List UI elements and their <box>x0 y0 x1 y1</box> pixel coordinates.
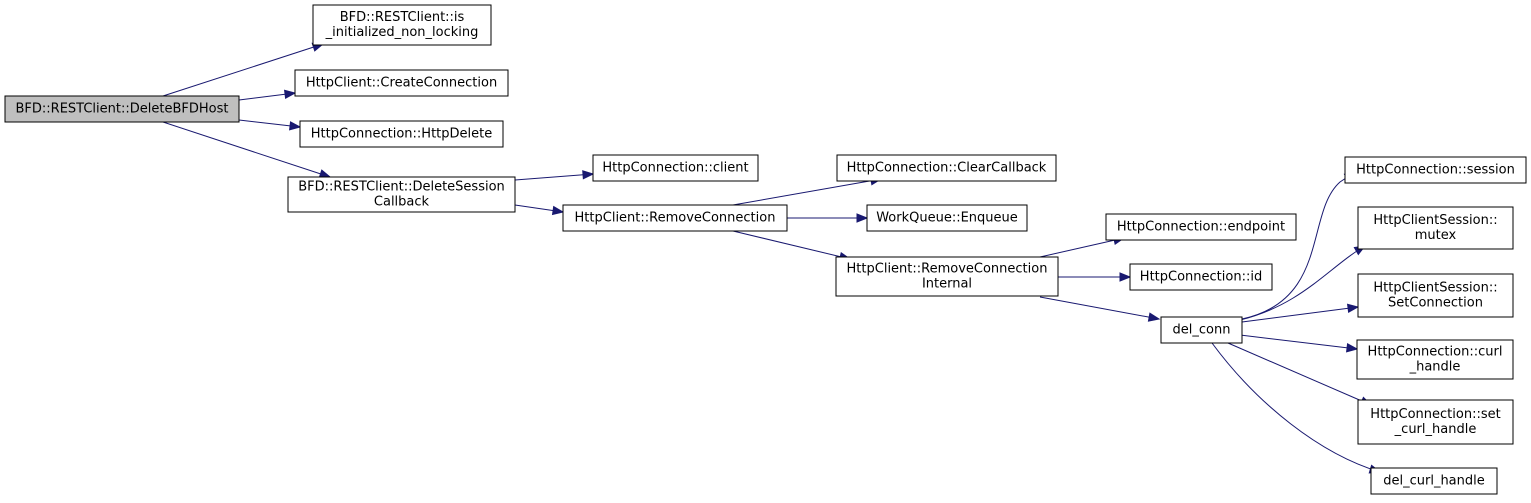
edge-remove_conn_internal-to-endpoint <box>1039 237 1125 258</box>
node-endpoint[interactable]: HttpConnection::endpoint <box>1105 213 1297 241</box>
node-set-curl-handle[interactable]: HttpConnection::set_curl_handle <box>1357 399 1514 445</box>
call-graph-nodes: BFD::RESTClient::DeleteBFDHostBFD::RESTC… <box>4 4 1527 495</box>
node-box <box>1357 206 1514 250</box>
node-mutex[interactable]: HttpClientSession::mutex <box>1357 206 1514 250</box>
node-box <box>1370 467 1498 495</box>
node-box <box>1344 156 1527 184</box>
node-label: HttpConnection::ClearCallback <box>847 161 1047 176</box>
edge-root-to-is_init <box>162 43 324 97</box>
edge-remove_conn-to-remove_conn_internal <box>732 230 851 260</box>
node-box <box>1357 273 1514 318</box>
node-label: HttpClientSession:: <box>1373 281 1497 296</box>
node-label: WorkQueue::Enqueue <box>876 211 1018 226</box>
node-box <box>1105 213 1297 241</box>
node-http-delete[interactable]: HttpConnection::HttpDelete <box>299 120 504 148</box>
node-box <box>294 69 509 97</box>
edge-root-to-del_session_cb <box>162 121 331 178</box>
edge-del_session_cb-to-conn_client <box>514 173 594 181</box>
node-curl-handle[interactable]: HttpConnection::curl_handle <box>1356 339 1514 380</box>
node-enqueue[interactable]: WorkQueue::Enqueue <box>866 204 1028 232</box>
node-remove-conn[interactable]: HttpClient::RemoveConnection <box>562 204 788 232</box>
node-label: HttpConnection::set <box>1370 407 1500 422</box>
arrowhead-conn_client <box>582 170 595 180</box>
edge-del_conn-to-del_curl_handle <box>1211 342 1381 473</box>
node-label: HttpClient::RemoveConnection <box>847 262 1048 277</box>
node-label: _handle <box>1409 360 1461 375</box>
node-label: Callback <box>374 195 430 210</box>
node-box <box>866 204 1028 232</box>
node-label: del_conn <box>1173 323 1231 338</box>
node-box <box>1160 316 1243 344</box>
node-box <box>592 154 759 182</box>
node-box <box>287 176 516 213</box>
arrowhead-del_conn <box>1147 312 1161 322</box>
node-box <box>312 4 492 46</box>
node-label: HttpConnection::client <box>602 161 748 176</box>
node-label: del_curl_handle <box>1383 474 1485 489</box>
arrowhead-curl_handle <box>1346 343 1359 353</box>
edge-remove_conn-to-clear_cb <box>732 178 882 206</box>
node-label: HttpClient::RemoveConnection <box>575 211 776 226</box>
node-set-connection[interactable]: HttpClientSession::SetConnection <box>1357 273 1514 318</box>
edge-del_conn-to-set_connection <box>1241 306 1359 323</box>
edge-del_conn-to-curl_handle <box>1239 334 1358 350</box>
node-box <box>1357 399 1514 445</box>
arrowhead-create_conn <box>283 89 297 100</box>
node-box <box>1356 339 1514 380</box>
node-box <box>835 256 1059 297</box>
node-session[interactable]: HttpConnection::session <box>1344 156 1527 184</box>
arrowhead-remove_conn <box>551 205 565 216</box>
node-label: HttpConnection::id <box>1140 270 1262 285</box>
node-box <box>836 154 1057 182</box>
node-label: HttpConnection::session <box>1356 163 1515 178</box>
node-label: HttpConnection::HttpDelete <box>311 127 492 142</box>
node-conn-client[interactable]: HttpConnection::client <box>592 154 759 182</box>
node-label: HttpClient::CreateConnection <box>306 76 497 91</box>
arrowhead-conn_id <box>1119 272 1132 282</box>
node-label: _curl_handle <box>1394 422 1477 437</box>
node-clear-cb[interactable]: HttpConnection::ClearCallback <box>836 154 1057 182</box>
call-graph-edges <box>162 42 1382 474</box>
node-box <box>4 95 240 123</box>
node-label: HttpClientSession:: <box>1373 213 1497 228</box>
node-label: Internal <box>922 277 972 292</box>
node-label: HttpConnection::curl <box>1368 345 1503 360</box>
node-conn-id[interactable]: HttpConnection::id <box>1129 263 1273 291</box>
node-label: HttpConnection::endpoint <box>1117 220 1285 235</box>
node-box <box>299 120 504 148</box>
edge-remove_conn_internal-to-del_conn <box>1039 296 1160 320</box>
node-del-conn[interactable]: del_conn <box>1160 316 1243 344</box>
arrowhead-enqueue <box>856 213 869 223</box>
node-label: SetConnection <box>1388 296 1483 311</box>
edge-del_conn-to-session <box>1241 171 1356 320</box>
node-create-conn[interactable]: HttpClient::CreateConnection <box>294 69 509 97</box>
arrowhead-http_delete <box>289 121 302 131</box>
node-label: _initialized_non_locking <box>325 25 479 40</box>
node-label: mutex <box>1415 228 1457 243</box>
node-box <box>562 204 788 232</box>
node-root[interactable]: BFD::RESTClient::DeleteBFDHost <box>4 95 240 123</box>
node-box <box>1129 263 1273 291</box>
node-is-init[interactable]: BFD::RESTClient::is_initialized_non_lock… <box>312 4 492 46</box>
node-label: BFD::RESTClient::is <box>340 10 465 25</box>
node-del-curl-handle[interactable]: del_curl_handle <box>1370 467 1498 495</box>
edge-del_conn-to-set_curl_handle <box>1227 342 1372 406</box>
node-label: BFD::RESTClient::DeleteSession <box>298 180 505 195</box>
edge-del_conn-to-mutex <box>1239 245 1366 321</box>
node-label: BFD::RESTClient::DeleteBFDHost <box>16 102 229 117</box>
arrowhead-set_connection <box>1346 303 1360 314</box>
